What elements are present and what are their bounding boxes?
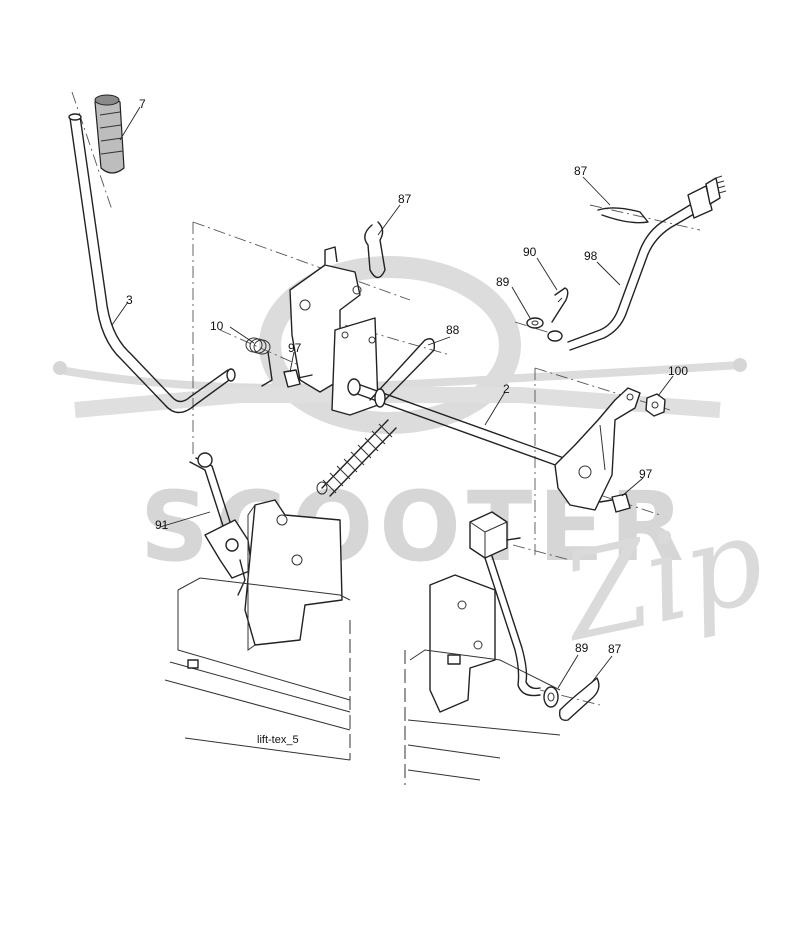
cotter-part-87-top-right xyxy=(597,207,649,224)
leader-lines xyxy=(111,106,674,689)
adjustment-rod-part-98 xyxy=(547,175,727,351)
bolt-part-97-right xyxy=(599,493,631,513)
callout-10: 10 xyxy=(210,319,224,333)
callout-87-top-left: 87 xyxy=(398,192,412,206)
left-mounting-plate xyxy=(164,499,351,761)
callout-100: 100 xyxy=(668,364,688,378)
cotter-part-87-top-left xyxy=(364,221,386,279)
callout-90: 90 xyxy=(523,245,537,259)
clip-part-88 xyxy=(369,338,435,406)
callout-97-right: 97 xyxy=(639,467,653,481)
callout-89-bottom: 89 xyxy=(575,641,589,655)
cotter-part-87-bottom xyxy=(558,677,600,721)
lift-shaft-part-2 xyxy=(347,378,576,472)
callout-2: 2 xyxy=(503,382,510,396)
lower-link-rod xyxy=(469,511,541,697)
center-bracket xyxy=(289,246,379,416)
callout-labels: 7 3 87 10 97 88 2 87 90 98 89 100 97 91 … xyxy=(126,97,688,656)
lift-lever-part-3 xyxy=(68,113,236,414)
washer-part-89-bottom xyxy=(543,686,559,708)
bolt-part-97-left xyxy=(283,369,313,388)
callout-97-left: 97 xyxy=(288,341,302,355)
washer-part-89-top xyxy=(526,317,544,329)
nut-part-100 xyxy=(645,393,666,417)
diagram-caption: lift-tex_5 xyxy=(257,734,299,746)
torsion-spring-part-10 xyxy=(245,337,273,387)
callout-7: 7 xyxy=(139,97,146,111)
helical-spring xyxy=(316,419,397,497)
right-pivot-bracket xyxy=(554,387,641,511)
callout-91: 91 xyxy=(155,518,169,532)
callout-98: 98 xyxy=(584,249,598,263)
callout-3: 3 xyxy=(126,293,133,307)
callout-88: 88 xyxy=(446,323,460,337)
watermark: SCOOTER Zip xyxy=(53,256,775,669)
handle-grip-part-7 xyxy=(94,94,125,174)
callout-89-top: 89 xyxy=(496,275,510,289)
callout-87-top-right: 87 xyxy=(574,164,588,178)
pin-part-90 xyxy=(551,287,569,323)
right-mounting-plate xyxy=(404,574,561,785)
callout-87-bottom: 87 xyxy=(608,642,622,656)
